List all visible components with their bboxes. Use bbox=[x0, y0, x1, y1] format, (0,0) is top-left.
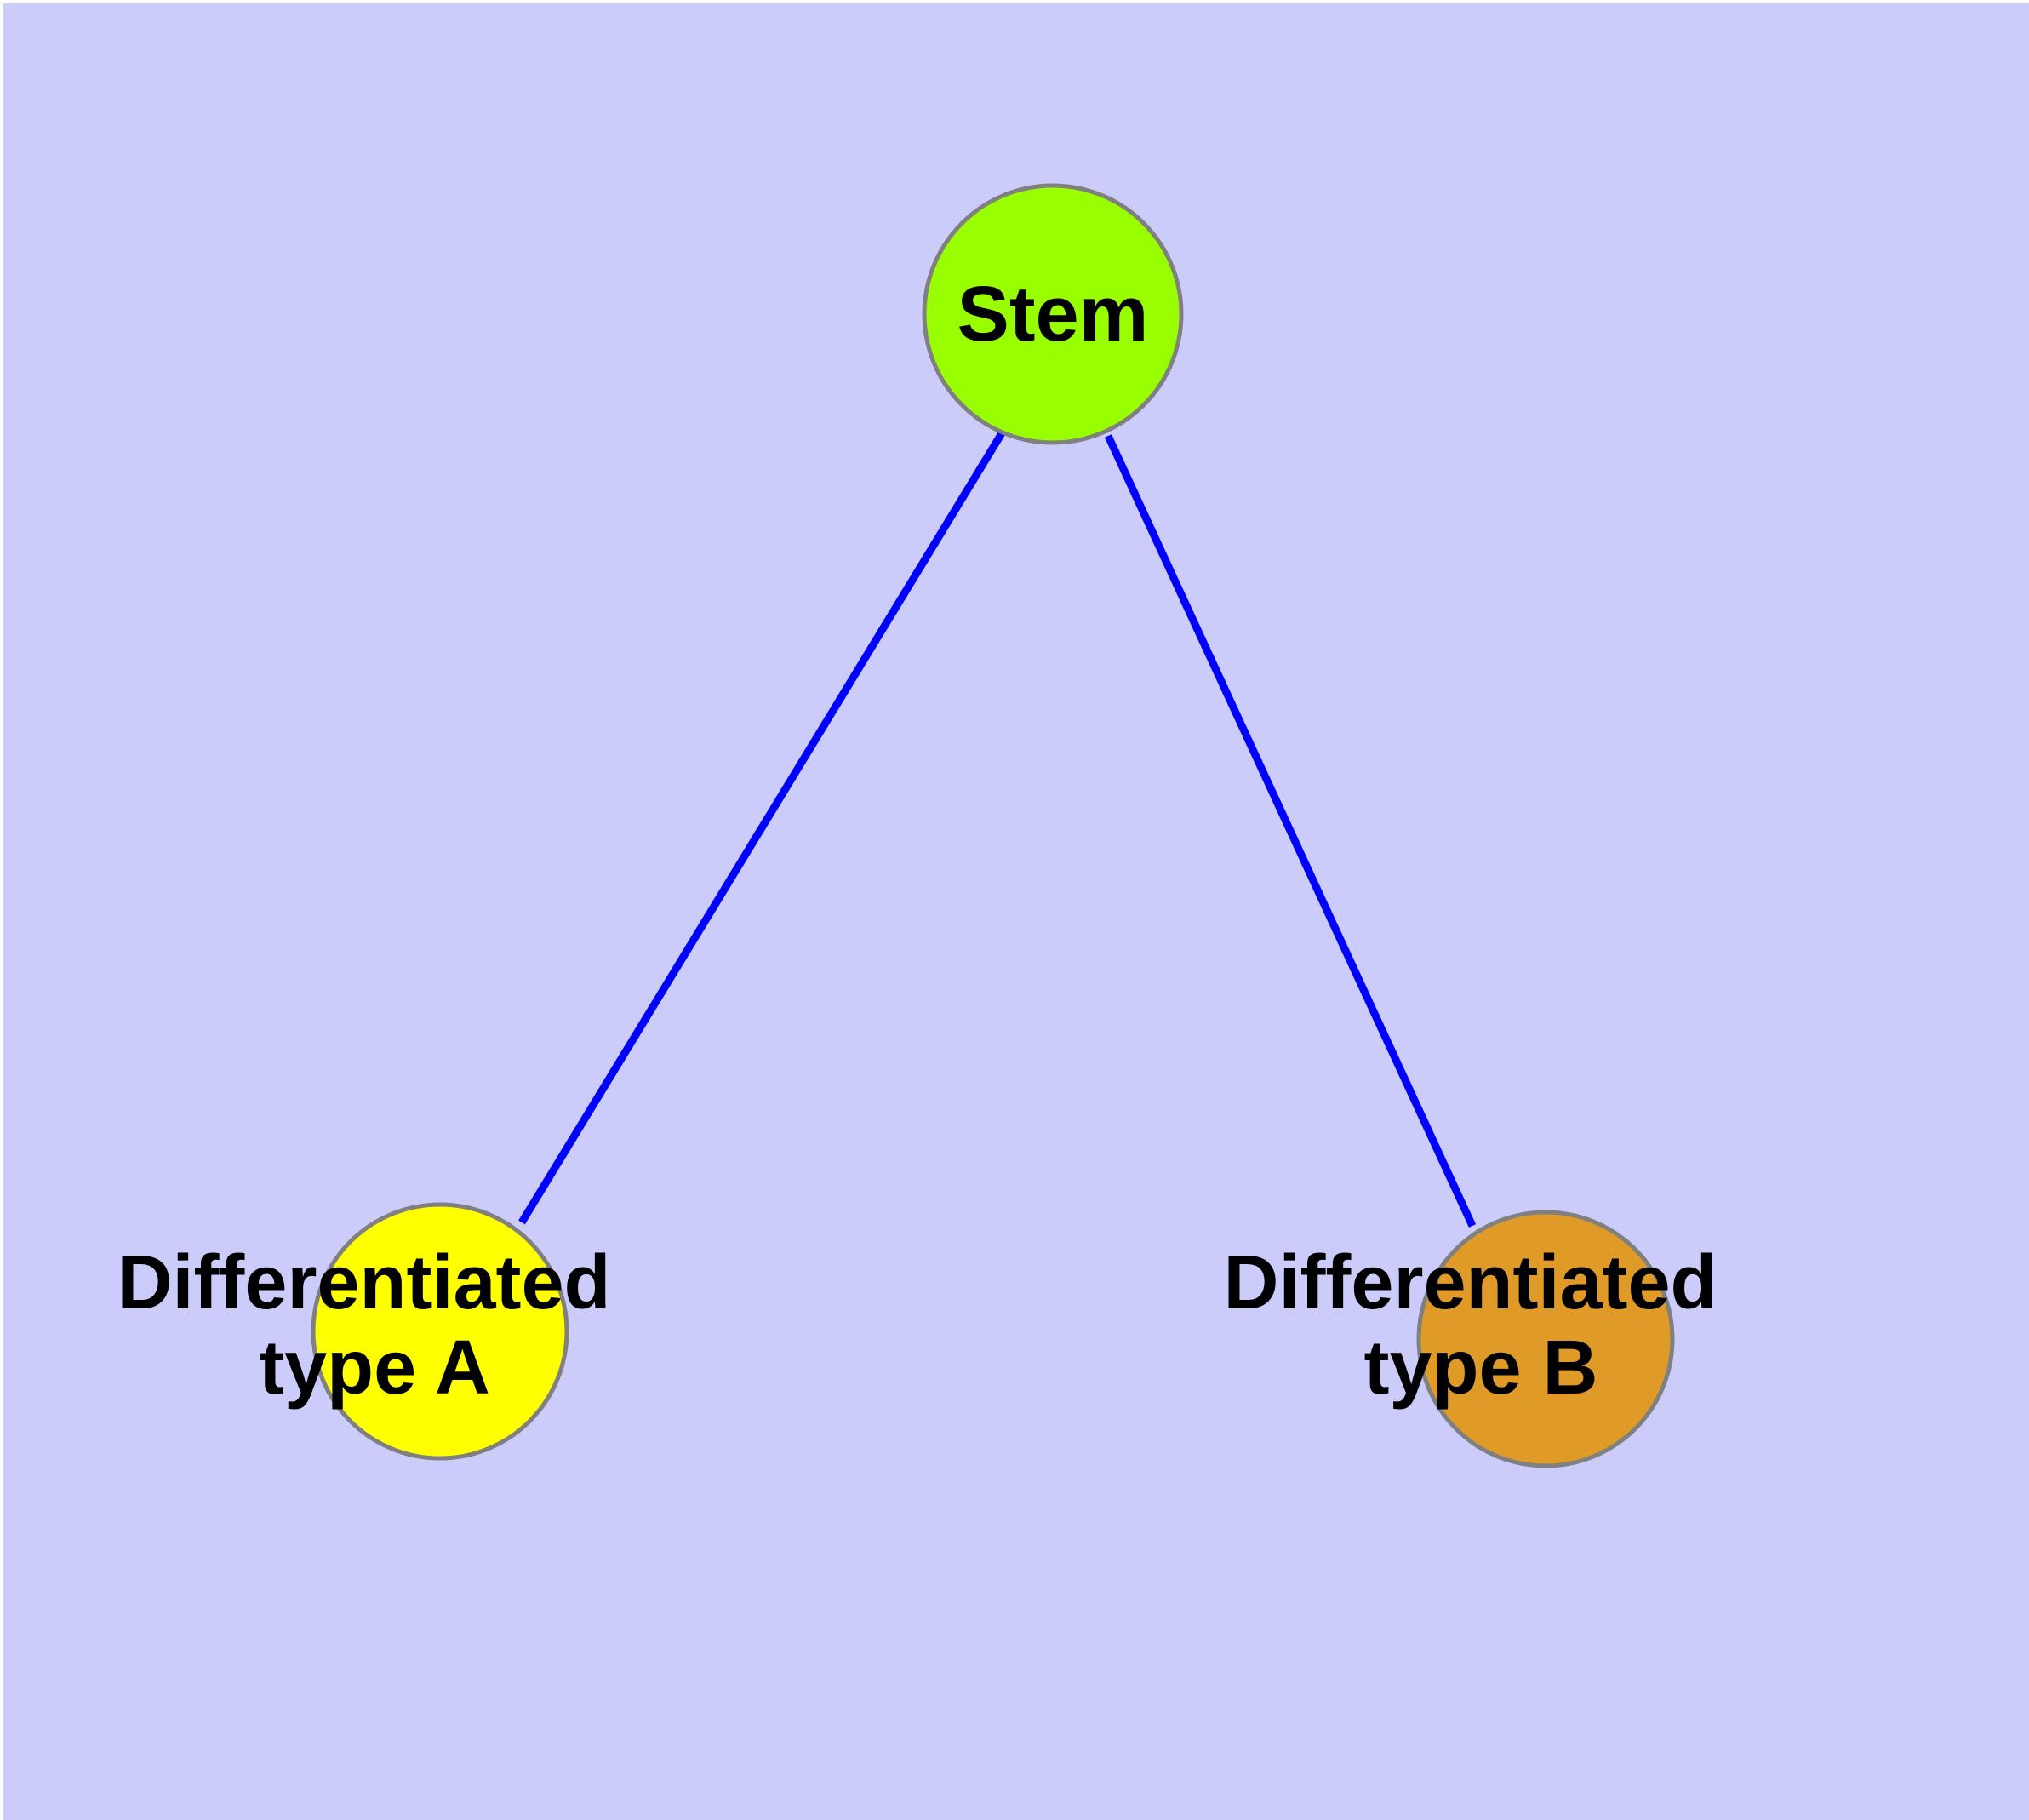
diagram-plot-area: Stem Differentiated type A Differentiate… bbox=[3, 3, 2029, 1820]
node-label-differentiated-type-a: Differentiated type A bbox=[117, 1240, 632, 1411]
label-layer: Stem Differentiated type A Differentiate… bbox=[117, 271, 1738, 1411]
node-label-differentiated-type-b: Differentiated type B bbox=[1223, 1240, 1738, 1411]
node-layer bbox=[311, 183, 1675, 1468]
node-label-b-line-1: Differentiated bbox=[1223, 1240, 1717, 1325]
node-label-b-line-2: type B bbox=[1363, 1325, 1597, 1411]
node-differentiated-type-b[interactable] bbox=[1416, 1210, 1675, 1468]
node-circle-differentiated-type-a[interactable] bbox=[311, 1202, 569, 1461]
node-stem[interactable] bbox=[922, 183, 1184, 445]
node-label-a-line-2: type A bbox=[259, 1325, 490, 1411]
node-differentiated-type-a[interactable] bbox=[311, 1202, 569, 1461]
node-circle-differentiated-type-b[interactable] bbox=[1416, 1210, 1675, 1468]
node-circle-stem[interactable] bbox=[922, 183, 1184, 445]
node-label-stem: Stem bbox=[957, 271, 1149, 358]
edge-stem-to-differentiated-type-b bbox=[1104, 434, 1477, 1228]
edge-stem-to-differentiated-type-a bbox=[518, 431, 1005, 1225]
node-label-a-line-1: Differentiated bbox=[117, 1240, 610, 1325]
cell-differentiation-graph: Stem Differentiated type A Differentiate… bbox=[117, 183, 1738, 1468]
edge-layer bbox=[518, 431, 1477, 1228]
